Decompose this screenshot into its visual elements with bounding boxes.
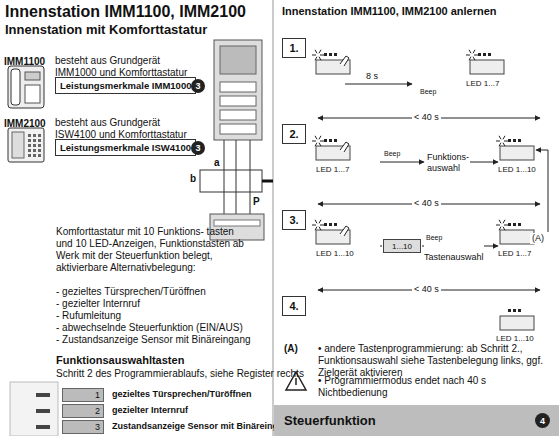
text-label: (A)	[530, 233, 546, 244]
text-label: Beep	[384, 150, 400, 158]
feature-box: Leistungsmerkmale IMM1000	[55, 77, 196, 94]
text-label: - Rufumleitung	[56, 310, 121, 322]
text-label: Beep	[420, 88, 436, 96]
text-label: Funktionsauswahltasten	[56, 354, 184, 367]
device-sketch	[500, 309, 534, 330]
step-number: 3.	[282, 210, 306, 230]
step-number: 4.	[282, 296, 306, 316]
text-label: < 40 s	[412, 112, 441, 123]
device-sketch	[496, 136, 534, 160]
node-text: 4	[540, 416, 545, 426]
step-number: 1.	[282, 38, 306, 58]
text-label: b	[190, 173, 196, 185]
text-label: • andere Tastenprogrammierung: ab Schrit…	[318, 343, 554, 379]
text-label: LED 1...7	[466, 79, 499, 89]
node-text: 1	[95, 390, 100, 400]
text-label: Funktions- auswahl	[427, 152, 471, 174]
section-circle: 3	[191, 79, 205, 93]
phone-imm1100	[8, 66, 44, 108]
text-label: LED 1...10	[496, 334, 534, 344]
device-sketch	[312, 136, 350, 160]
text-label: LED 1...7	[316, 165, 349, 175]
function-key: 2	[62, 404, 104, 418]
device-imm2100	[8, 128, 44, 162]
text-label: 8 s	[366, 71, 378, 82]
node-text: 2.	[289, 128, 298, 140]
text-label: - gezieltes Türsprechen/Türöffnen	[56, 286, 206, 298]
node-text: 2	[95, 406, 100, 416]
node-text: Leistungsmerkmale ISW4100	[60, 142, 191, 153]
node-text: 3	[195, 81, 200, 91]
page-title: Innenstation IMM1100, IMM2100	[5, 2, 246, 21]
text-label: < 40 s	[412, 198, 441, 209]
text-label: besteht aus Grundgerät IMM1000 und Komfo…	[55, 55, 190, 79]
node-text: 3	[95, 422, 100, 432]
text-label: besteht aus Grundgerät ISW4100 und Komfo…	[55, 117, 190, 141]
keypad-illustration	[10, 382, 58, 436]
text-label: LED 1...10	[316, 249, 354, 259]
text-label: gezielter Internruf	[112, 405, 188, 416]
function-key: 3	[62, 420, 104, 434]
footer-band: Steuerfunktion 4	[274, 405, 559, 436]
text-label: - abwechselnde Steuerfunktion (EIN/AUS)	[56, 322, 243, 334]
section-circle: 3	[191, 141, 205, 155]
text-label: Zustandsanzeige Sensor mit Binäreingang	[112, 421, 294, 432]
node-text: 3	[195, 143, 200, 153]
door-station	[214, 40, 262, 140]
text-label: < 40 s	[412, 284, 441, 295]
text-label: IMM2100	[4, 118, 46, 130]
function-key: 1	[62, 388, 104, 402]
text-label: P	[253, 196, 260, 208]
text-label: Beep	[426, 234, 442, 242]
device-sketch	[312, 220, 350, 244]
text-label: IMM1100	[4, 56, 45, 68]
text-label: Innenstation IMM1100, IMM2100 anlernen	[282, 5, 497, 18]
text-label: Schritt 2 des Programmierablaufs, siehe …	[56, 368, 304, 380]
text-label: a	[214, 157, 220, 169]
text-label: Tastenauswahl	[424, 252, 484, 263]
node-text: 1.	[289, 42, 298, 54]
node-text: 3.	[289, 214, 298, 226]
node-text: Steuerfunktion	[284, 413, 376, 428]
text-label: (A)	[284, 343, 298, 355]
text-label: Innenstation mit Komforttastatur	[5, 22, 207, 38]
feature-box: Leistungsmerkmale ISW4100	[55, 139, 196, 156]
text-label: Komforttastatur mit 10 Funktions- tasten…	[56, 226, 246, 274]
key-button: 1...10	[383, 239, 421, 253]
text-label: - Zustandsanzeige Sensor mit Binäreingan…	[56, 334, 251, 346]
device-sketch	[496, 220, 534, 244]
text-label: LED 1...10	[498, 165, 536, 175]
node-text: 4.	[289, 300, 298, 312]
section-circle: 4	[535, 413, 550, 428]
text-label: gezieltes Türsprechen/Türöffnen	[112, 389, 252, 400]
device-sketch	[312, 50, 350, 74]
text-label: LED 1...7	[498, 249, 531, 259]
step-number: 2.	[282, 124, 306, 144]
node-text: 1...10	[392, 242, 412, 251]
text-label: • Programmiermodus endet nach 40 s Nicht…	[318, 375, 554, 399]
node-text: Leistungsmerkmale IMM1000	[60, 80, 191, 91]
device-sketch	[466, 50, 504, 74]
text-label: - gezielter Internruf	[56, 298, 140, 310]
